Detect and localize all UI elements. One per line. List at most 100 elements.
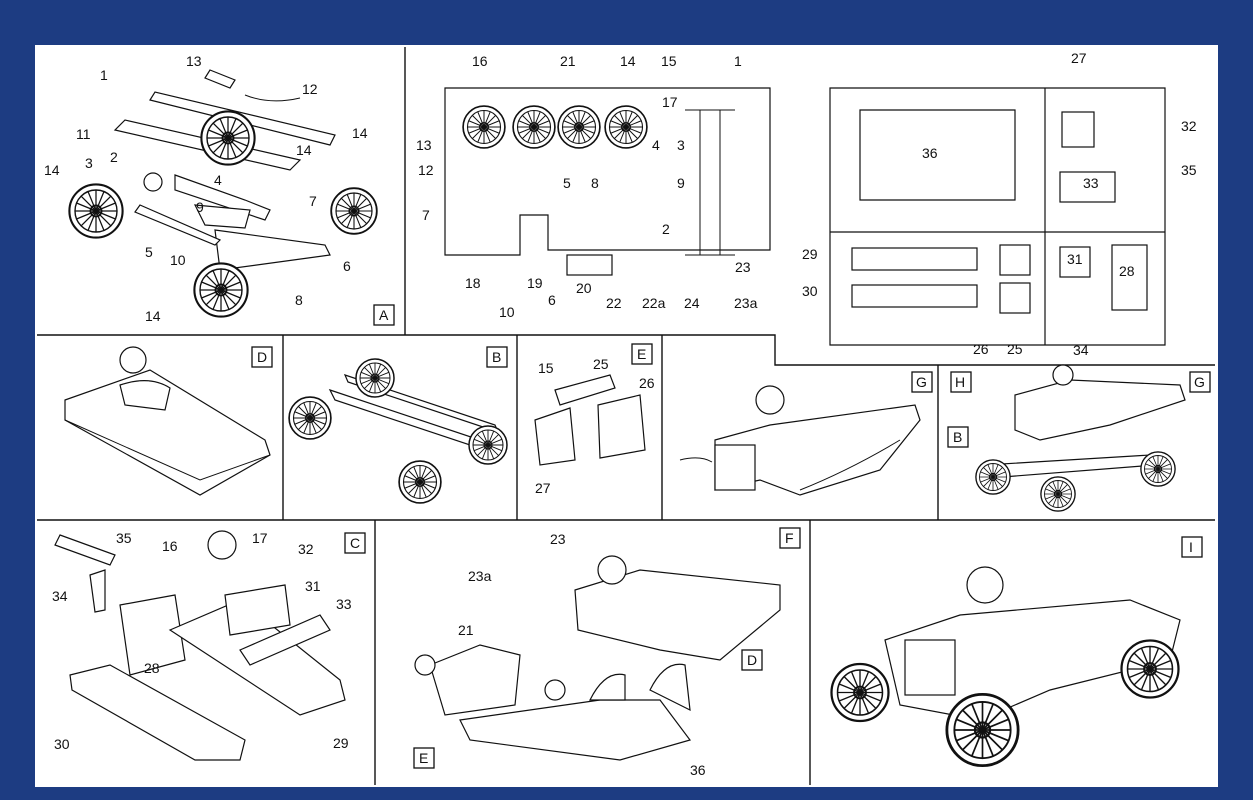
callout-16: 16 [472, 53, 488, 69]
wheel-drawing [355, 358, 395, 398]
callout-29: 29 [802, 246, 818, 262]
step-badge-g: G [911, 371, 933, 393]
callout-33: 33 [336, 596, 352, 612]
callout-8: 8 [591, 175, 599, 191]
callout-24: 24 [684, 295, 700, 311]
callout-19: 19 [527, 275, 543, 291]
step-badge-f: F [779, 527, 801, 549]
callout-6: 6 [343, 258, 351, 274]
callout-35: 35 [116, 530, 132, 546]
callout-4: 4 [214, 172, 222, 188]
sprue-wheel [462, 105, 506, 149]
callout-23: 23 [550, 531, 566, 547]
svg-text:G: G [916, 374, 927, 390]
gear-part-drawing [143, 172, 163, 192]
callout-3: 3 [85, 155, 93, 171]
callout-27: 27 [1071, 50, 1087, 66]
step-badge-c: C [344, 532, 366, 554]
steering-wheel-drawing [207, 530, 237, 560]
callout-21: 21 [560, 53, 576, 69]
svg-text:G: G [1194, 374, 1205, 390]
callout-14: 14 [296, 142, 312, 158]
panel-c: 35 16 17 32 34 31 33 28 29 30 C [52, 530, 366, 761]
svg-text:D: D [747, 652, 757, 668]
step-badge-e: E [631, 343, 653, 365]
car-body-drawing [1014, 379, 1186, 441]
panel-i: I [830, 536, 1203, 768]
radiator-hood-drawing [429, 644, 521, 716]
body-tub-drawing [574, 569, 781, 661]
hood-drawing [597, 394, 646, 459]
panel-a: 13 12 1 14 11 2 4 3 14 9 7 5 10 6 8 14 1… [44, 53, 395, 326]
callout-1: 1 [100, 67, 108, 83]
callout-16: 16 [162, 538, 178, 554]
callout-11: 11 [76, 126, 91, 142]
side-panel-drawing [69, 664, 246, 761]
sprue-wheel [604, 105, 648, 149]
step-badge-b: B [486, 346, 508, 368]
svg-text:D: D [257, 349, 267, 365]
seat-back-drawing [119, 594, 186, 676]
callout-13: 13 [416, 137, 432, 153]
callout-9: 9 [677, 175, 685, 191]
wheel-drawing [1040, 476, 1076, 512]
callout-6: 6 [548, 292, 556, 308]
callout-10: 10 [170, 252, 186, 268]
panel-separators [37, 47, 1215, 785]
wheel-drawing [398, 460, 442, 504]
callout-25: 25 [1007, 341, 1023, 357]
panel-e: 15 25 26 27 E [534, 343, 655, 496]
callout-5: 5 [145, 244, 153, 260]
callout-30: 30 [802, 283, 818, 299]
callout-13: 13 [186, 53, 202, 69]
sprue-panel: 16 21 14 15 1 17 13 3 4 12 5 8 9 7 2 23 … [416, 50, 1197, 358]
callout-14: 14 [352, 125, 368, 141]
svg-text:C: C [350, 535, 360, 551]
panel-g: G [679, 371, 933, 496]
wheel-drawing [1140, 451, 1176, 487]
callout-17: 17 [662, 94, 678, 110]
wheel-drawing [830, 662, 890, 723]
panel-f: 23 23a 21 36 F D E [413, 527, 801, 778]
callout-15: 15 [538, 360, 554, 376]
step-badge-h: H [950, 371, 972, 393]
callout-23a: 23a [734, 295, 758, 311]
callout-12: 12 [302, 81, 318, 97]
callout-12: 12 [418, 162, 434, 178]
callout-26: 26 [639, 375, 655, 391]
callout-17: 17 [252, 530, 268, 546]
wheel-drawing [193, 262, 249, 318]
callout-2: 2 [662, 221, 670, 237]
panel-d: D [64, 346, 273, 496]
step-badge-e: E [413, 747, 435, 769]
callout-15: 15 [661, 53, 677, 69]
callout-32: 32 [1181, 118, 1197, 134]
callout-30: 30 [54, 736, 70, 752]
callout-27: 27 [535, 480, 551, 496]
wheel-drawing [975, 459, 1011, 495]
callout-31: 31 [305, 578, 321, 594]
callout-36: 36 [922, 145, 938, 161]
callout-22: 22 [606, 295, 622, 311]
callout-35: 35 [1181, 162, 1197, 178]
callout-5: 5 [563, 175, 571, 191]
callout-23a: 23a [468, 568, 492, 584]
svg-text:A: A [379, 307, 389, 323]
callout-23: 23 [735, 259, 751, 275]
callout-14: 14 [44, 162, 60, 178]
step-badge-i: I [1181, 536, 1203, 558]
callout-34: 34 [52, 588, 68, 604]
callout-18: 18 [465, 275, 481, 291]
callout-25: 25 [593, 356, 609, 372]
callout-14: 14 [620, 53, 636, 69]
step-badge-b: B [947, 426, 969, 448]
callout-28: 28 [1119, 263, 1135, 279]
svg-text:E: E [637, 346, 646, 362]
callout-14: 14 [145, 308, 161, 324]
callout-28: 28 [144, 660, 160, 676]
svg-text:E: E [419, 750, 428, 766]
panel-b: B [288, 346, 508, 504]
wheel-drawing [330, 187, 378, 235]
callout-7: 7 [422, 207, 430, 223]
